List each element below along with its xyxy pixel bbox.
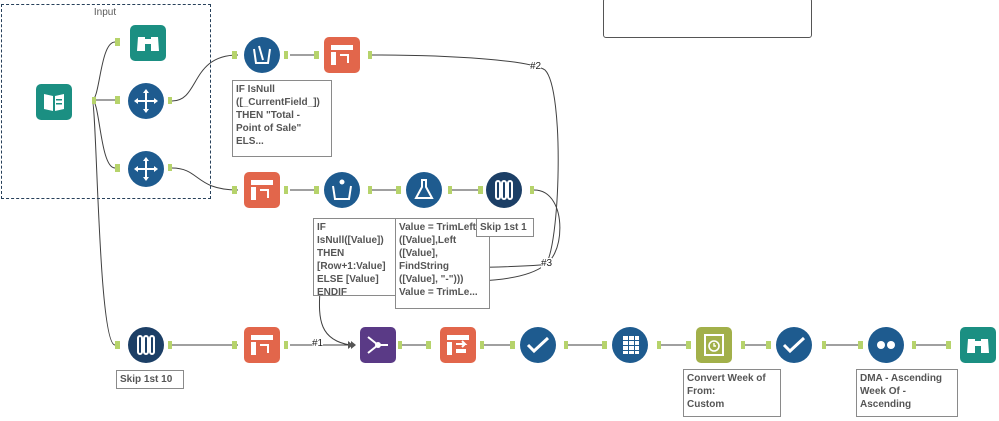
comment-box[interactable] [603,0,812,38]
connection-label-1: #1 [312,338,324,349]
connection-label-2: #2 [530,61,542,72]
crosstab-icon [447,335,469,355]
multi-row-formula-tool[interactable] [324,172,360,208]
transpose-tool-middle[interactable] [244,172,280,208]
input-data-icon [44,94,64,111]
sample-tool-top[interactable] [486,172,522,208]
crosstab-tool[interactable] [440,327,476,363]
connection-label-3: #3 [541,258,553,269]
annotation-multi-row-formula: IF IsNull([Value]) THEN [Row+1:Value] EL… [313,218,396,296]
data-cleansing-tool-1[interactable] [520,327,556,363]
append-fields-tool[interactable] [612,327,648,363]
browse-tool-bottom[interactable] [960,327,996,363]
annotation-formula: Value = TrimLeft ([Value],Left ([Value],… [395,218,490,309]
annotation-sample-top: Skip 1st 1 [476,218,534,237]
transpose-icon [251,180,273,200]
annotation-sample-bottom: Skip 1st 10 [116,370,184,389]
multi-field-formula-tool[interactable] [244,37,280,73]
union-tool[interactable] [360,327,396,363]
transpose-icon [331,45,353,65]
sort-icon [877,341,895,349]
transpose-tool-top[interactable] [324,37,360,73]
datetime-icon [704,334,724,356]
data-cleansing-icon [782,336,806,354]
container-title: Input [93,7,117,18]
datetime-tool[interactable] [696,327,732,363]
input-container[interactable] [1,4,211,199]
sort-tool[interactable] [868,327,904,363]
browse-tool-top[interactable] [130,25,166,61]
select-tool-2[interactable] [128,151,164,187]
sample-tool-bottom[interactable] [128,327,164,363]
select-tool-1[interactable] [128,83,164,119]
select-icon [134,89,158,113]
formula-icon [414,179,434,199]
sample-icon [137,335,155,355]
union-icon [367,336,388,354]
input-data-tool[interactable] [36,84,72,120]
data-cleansing-tool-2[interactable] [776,327,812,363]
multi-field-formula-icon [253,45,271,64]
sample-icon [495,180,513,200]
data-cleansing-icon [526,336,550,354]
browse-icon [137,37,159,51]
append-fields-icon [623,336,639,354]
annotation-multi-field-formula: IF IsNull ([_CurrentField_]) THEN "Total… [232,80,332,157]
transpose-icon [251,335,273,355]
transpose-tool-bottom[interactable] [244,327,280,363]
select-icon [134,157,158,181]
annotation-sort: DMA - Ascending Week Of - Ascending [856,369,958,417]
multi-row-formula-icon [332,179,352,200]
formula-tool[interactable] [406,172,442,208]
browse-icon [967,339,989,353]
annotation-datetime: Convert Week of From: Custom [683,369,781,417]
